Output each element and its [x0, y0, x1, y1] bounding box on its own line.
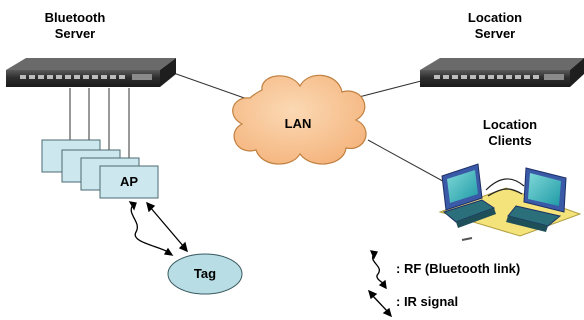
access-point-box-front: [99, 165, 159, 199]
connection-lines: [69, 69, 451, 186]
legend-rf-arrow-icon: [369, 250, 387, 290]
location-clients-label-line2: Clients: [488, 133, 532, 148]
location-server-icon: [420, 58, 584, 87]
location-clients-label-line1: Location: [482, 117, 538, 132]
link-bluetooth-server-lan: [164, 69, 251, 101]
link-lan-location-server: [354, 79, 426, 99]
legend-ir-arrow-icon: [367, 289, 393, 318]
location-clients-label: Location Clients: [450, 117, 570, 149]
bluetooth-server-label: Bluetooth Server: [20, 10, 130, 42]
location-server-label-line1: Location: [467, 10, 523, 25]
rf-link-arrow: [128, 201, 174, 256]
link-lan-location-clients: [367, 139, 451, 186]
legend-ir-text: : IR signal: [396, 294, 459, 309]
bluetooth-server-label-line2: Server: [54, 26, 96, 41]
tag-ellipse: [167, 253, 243, 295]
tag-label: Tag: [193, 266, 217, 281]
lan-label: LAN: [284, 116, 312, 131]
ir-link-arrow: [146, 201, 188, 253]
bluetooth-server-label-line1: Bluetooth: [44, 10, 106, 25]
ap-label: AP: [119, 174, 139, 189]
access-point-stack: [41, 139, 159, 199]
location-server-label: Location Server: [440, 10, 550, 42]
location-server-label-line2: Server: [474, 26, 516, 41]
bluetooth-server-icon: [6, 58, 176, 87]
legend-rf-text: : RF (Bluetooth link): [396, 261, 521, 276]
lan-cloud-icon: [232, 74, 367, 165]
location-clients-icon: [438, 163, 582, 241]
